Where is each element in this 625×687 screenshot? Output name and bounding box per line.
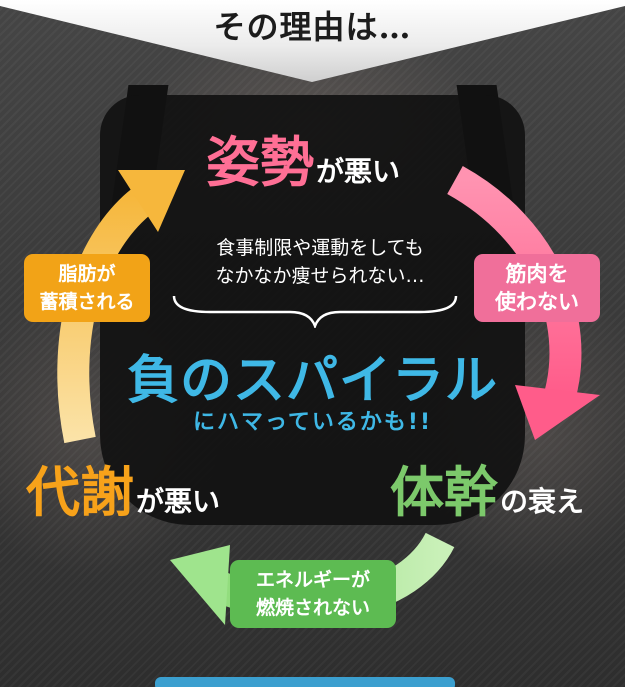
curly-brace-icon xyxy=(172,295,458,328)
center-caption-line1: 食事制限や運動をしても xyxy=(216,237,424,259)
background-figure xyxy=(100,95,525,525)
badge-fat-line1: 脂肪が xyxy=(58,263,116,285)
node-metabolism: 代謝が悪い xyxy=(26,448,220,527)
node-core: 体幹の衰え xyxy=(390,448,584,527)
center-caption-line2: なかなか痩せられない… xyxy=(215,265,425,287)
spiral-title: 負のスパイラル xyxy=(126,350,498,411)
arrow-pink-head xyxy=(515,385,600,440)
node-posture: 姿勢が悪い xyxy=(206,118,400,197)
page-title: その理由は… xyxy=(213,8,412,46)
badge-fat-line2: 蓄積される xyxy=(39,291,135,313)
badge-muscle: 筋肉を 使わない xyxy=(474,254,600,322)
node-metabolism-main: 代謝 xyxy=(26,460,134,524)
badge-energy: エネルギーが 燃焼されない xyxy=(230,560,396,628)
arrow-orange-head xyxy=(118,170,185,232)
node-posture-suffix: が悪い xyxy=(316,155,401,188)
center-caption: 食事制限や運動をしても なかなか痩せられない… xyxy=(175,234,465,290)
badge-fat: 脂肪が 蓄積される xyxy=(24,254,150,322)
node-metabolism-suffix: が悪い xyxy=(136,485,221,518)
badge-muscle-line2: 使わない xyxy=(495,290,579,314)
spiral-subtitle: にハマっているかも!! xyxy=(193,410,432,435)
node-core-main: 体幹 xyxy=(390,460,498,524)
next-section-bar xyxy=(155,677,455,687)
badge-energy-line1: エネルギーが xyxy=(255,569,370,591)
node-core-suffix: の衰え xyxy=(500,485,585,518)
badge-muscle-line1: 筋肉を xyxy=(505,262,569,286)
badge-energy-line2: 燃焼されない xyxy=(255,597,370,619)
node-posture-main: 姿勢 xyxy=(206,130,314,194)
arrow-green-head xyxy=(170,545,230,625)
